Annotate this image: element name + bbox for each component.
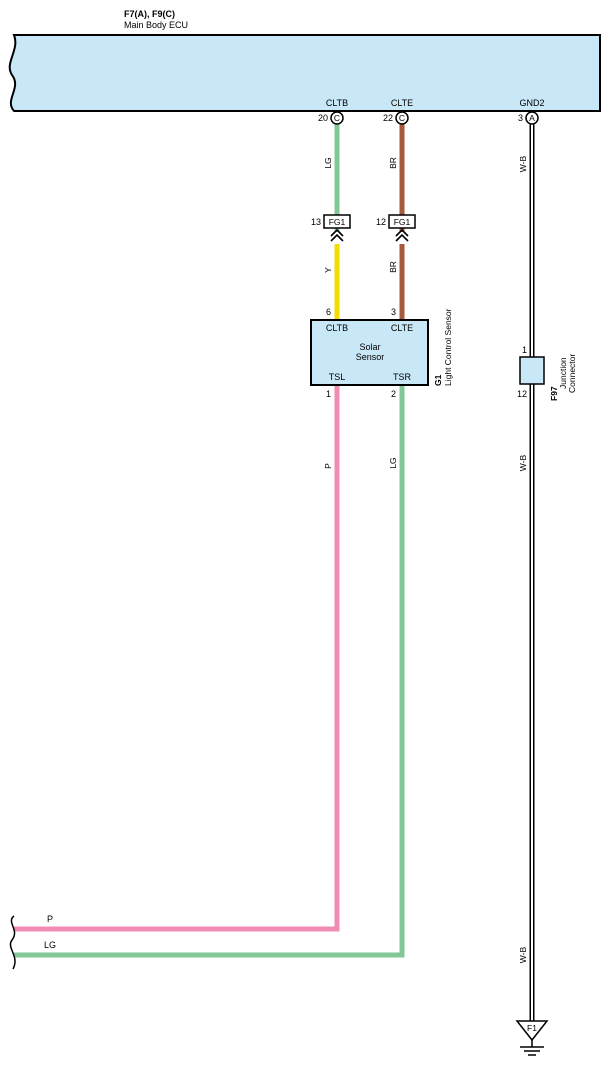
wire-label-br-upper: BR [388,157,398,169]
junction-code-label: F97 [549,386,559,401]
sensor-signal-clte: CLTE [391,323,413,333]
ecu-pin-number-3: 3 [518,113,523,123]
ecu-pin-22-c: C [395,111,409,125]
sensor-code-label: G1 [433,374,443,386]
ecu-pin-number-22: 22 [383,113,393,123]
svg-text:FG1: FG1 [394,217,411,227]
ecu-connectors-label: F7(A), F9(C) [124,9,175,19]
sensor-inner-line2: Sensor [356,352,385,362]
wire-label-p-lower: P [323,463,333,469]
svg-text:C: C [334,113,340,123]
junction-name-line2: Connector [567,354,577,393]
sensor-name-label: Light Control Sensor [443,308,453,386]
ecu-pin-3-a: A [525,111,539,125]
ground-icon: F1 [515,1020,549,1056]
solar-sensor-box [310,319,429,386]
junction-pin-1: 1 [522,345,527,355]
svg-text:F1: F1 [527,1023,537,1033]
junction-name-line1: Junction [558,357,568,389]
wire-p-lower [14,385,340,932]
sensor-signal-cltb: CLTB [326,323,348,333]
svg-text:A: A [529,113,535,123]
wire-label-lg-upper: LG [323,157,333,168]
ecu-pin-signal-gnd2: GND2 [519,98,544,108]
wire-label-wb-2: W-B [518,454,528,471]
wire-label-wb-3: W-B [518,946,528,963]
ecu-pin-signal-cltb: CLTB [326,98,348,108]
inline-connector-fg1-13: FG1 [323,214,351,242]
sensor-signal-tsr: TSR [393,372,412,382]
wire-label-p-bottom: P [47,914,53,924]
wire-label-wb-1: W-B [518,155,528,172]
sensor-pin-3: 3 [391,307,396,317]
sensor-pin-6: 6 [326,307,331,317]
sensor-signal-tsl: TSL [329,372,346,382]
inline-connector-pin-12: 12 [376,217,386,227]
wire-label-br-middle: BR [388,261,398,273]
junction-pin-12: 12 [517,389,527,399]
svg-text:C: C [399,113,405,123]
ecu-pin-signal-clte: CLTE [391,98,413,108]
junction-connector-box [519,356,545,385]
wire-label-lg-bottom: LG [44,940,56,950]
ecu-name-label: Main Body ECU [124,20,188,30]
ecu-body [8,34,601,112]
sensor-inner-line1: Solar [359,342,380,352]
inline-connector-fg1-12: FG1 [388,214,416,242]
ecu-pin-20-c: C [330,111,344,125]
svg-text:FG1: FG1 [329,217,346,227]
wire-label-lg-lower: LG [388,457,398,468]
wire-break-symbol [9,915,16,970]
inline-connector-pin-13: 13 [311,217,321,227]
ecu-pin-number-20: 20 [318,113,328,123]
sensor-pin-1: 1 [326,389,331,399]
sensor-pin-2: 2 [391,389,396,399]
wire-lg-lower [14,385,405,958]
wire-label-y-middle: Y [323,267,333,273]
